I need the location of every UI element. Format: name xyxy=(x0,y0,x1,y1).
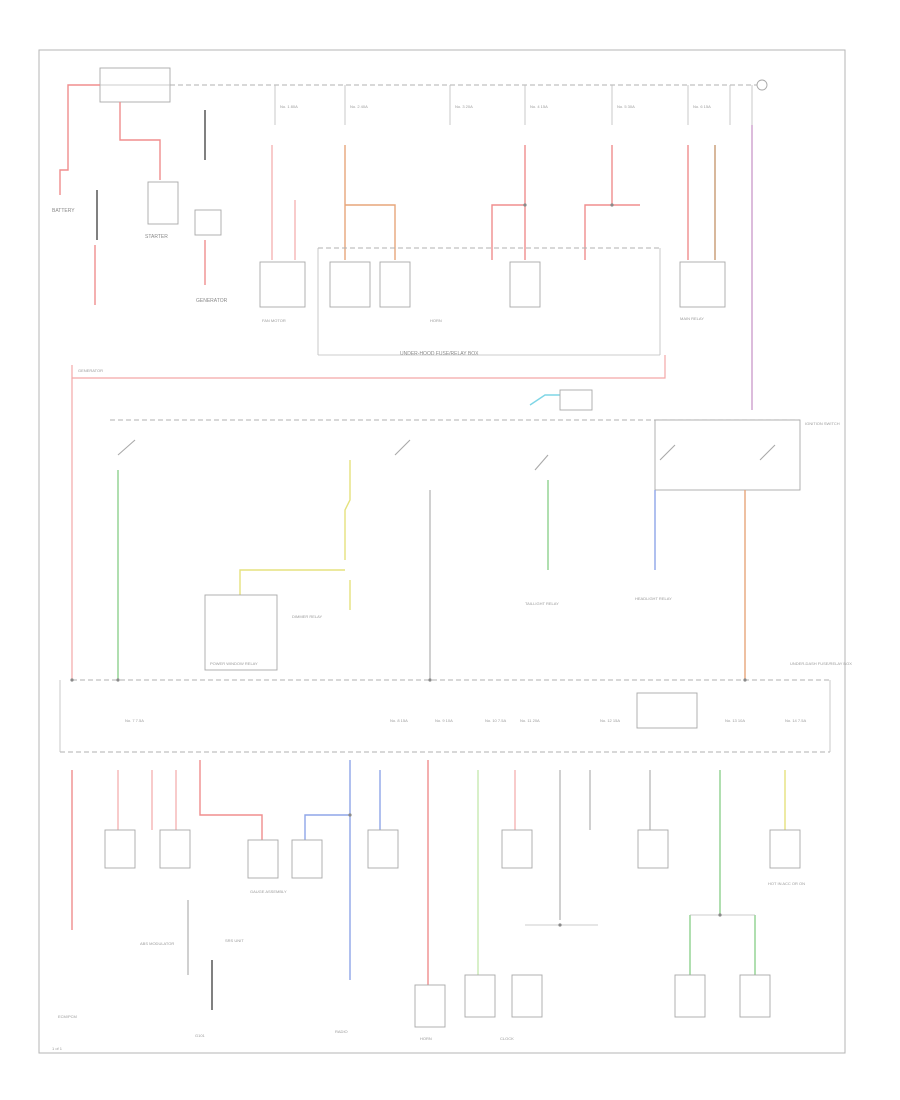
ignition-switch-box xyxy=(654,419,801,491)
generator-label: GENERATOR xyxy=(196,298,228,304)
dimmer-relay-label: DIMMER RELAY xyxy=(292,614,322,619)
component-box-1 xyxy=(259,261,306,308)
starter-motor xyxy=(147,181,179,225)
hot-acc-label: HOT IN ACC OR ON xyxy=(768,881,805,886)
battery-terminal-icon xyxy=(756,79,768,91)
page-number: 1 of 1 xyxy=(52,1046,63,1051)
under-dash-fuse-label: UNDER-DASH FUSE/RELAY BOX xyxy=(790,661,852,666)
svg-text:No. 10 7.5A: No. 10 7.5A xyxy=(485,718,506,723)
fuse-label-5: No. 5 30A xyxy=(617,104,635,109)
relay-box-center xyxy=(204,594,278,671)
generator xyxy=(194,209,222,236)
top-fuse-drops: No. 1 80A No. 2 40A No. 3 20A No. 4 15A … xyxy=(274,85,753,125)
svg-text:No. 8 15A: No. 8 15A xyxy=(390,718,408,723)
fan-motor-label: FAN MOTOR xyxy=(262,318,286,323)
svg-text:No. 9 10A: No. 9 10A xyxy=(435,718,453,723)
horn-label: HORN xyxy=(420,1036,432,1041)
under-hood-fuse-label: UNDER-HOOD FUSE/RELAY BOX xyxy=(400,351,479,357)
taillight-relay-label: TAILLIGHT RELAY xyxy=(525,601,559,606)
ignition-switch-contacts xyxy=(117,439,776,471)
ecm-label: ECM/PCM xyxy=(58,1014,77,1019)
under-dash-fuse-labels: No. 7 7.5A No. 8 15A No. 9 10A No. 10 7.… xyxy=(125,718,806,723)
diagram-frame xyxy=(38,49,846,1054)
main-relay-label: MAIN RELAY xyxy=(680,316,704,321)
junction-dots xyxy=(70,203,747,927)
starter-label: STARTER xyxy=(145,234,168,240)
ignition-switch-label: IGNITION SWITCH xyxy=(805,421,840,426)
fuse-label-2: No. 2 40A xyxy=(350,104,368,109)
component-box-3 xyxy=(379,261,411,308)
svg-text:No. 13 10A: No. 13 10A xyxy=(725,718,745,723)
generator-mid-label: GENERATOR xyxy=(78,368,103,373)
ground-label: G101 xyxy=(195,1033,206,1038)
svg-text:No. 14 7.5A: No. 14 7.5A xyxy=(785,718,806,723)
component-box-2 xyxy=(329,261,371,308)
srs-label: SRS UNIT xyxy=(225,938,244,943)
battery-label: BATTERY xyxy=(52,208,75,214)
relay-small xyxy=(559,389,593,411)
power-window-relay-label: POWER WINDOW RELAY xyxy=(210,661,258,666)
clock-label: CLOCK xyxy=(500,1036,514,1041)
lower-components xyxy=(104,829,801,1028)
fuse-label-3: No. 3 20A xyxy=(455,104,473,109)
svg-text:No. 7 7.5A: No. 7 7.5A xyxy=(125,718,144,723)
component-box-5 xyxy=(679,261,726,308)
under-dash-inner-relay xyxy=(636,692,698,729)
horn-label-top: HORN xyxy=(430,318,442,323)
svg-text:No. 12 15A: No. 12 15A xyxy=(600,718,620,723)
fuse-label-6: No. 6 15A xyxy=(693,104,711,109)
headlight-relay-label: HEADLIGHT RELAY xyxy=(635,596,672,601)
fuse-label-4: No. 4 15A xyxy=(530,104,548,109)
radio-label: RADIO xyxy=(335,1029,348,1034)
abs-label: ABS MODULATOR xyxy=(140,941,174,946)
gauge-label: GAUGE ASSEMBLY xyxy=(250,889,287,894)
fuse-label-1: No. 1 80A xyxy=(280,104,298,109)
svg-text:No. 11 20A: No. 11 20A xyxy=(520,718,540,723)
component-box-4 xyxy=(509,261,541,308)
